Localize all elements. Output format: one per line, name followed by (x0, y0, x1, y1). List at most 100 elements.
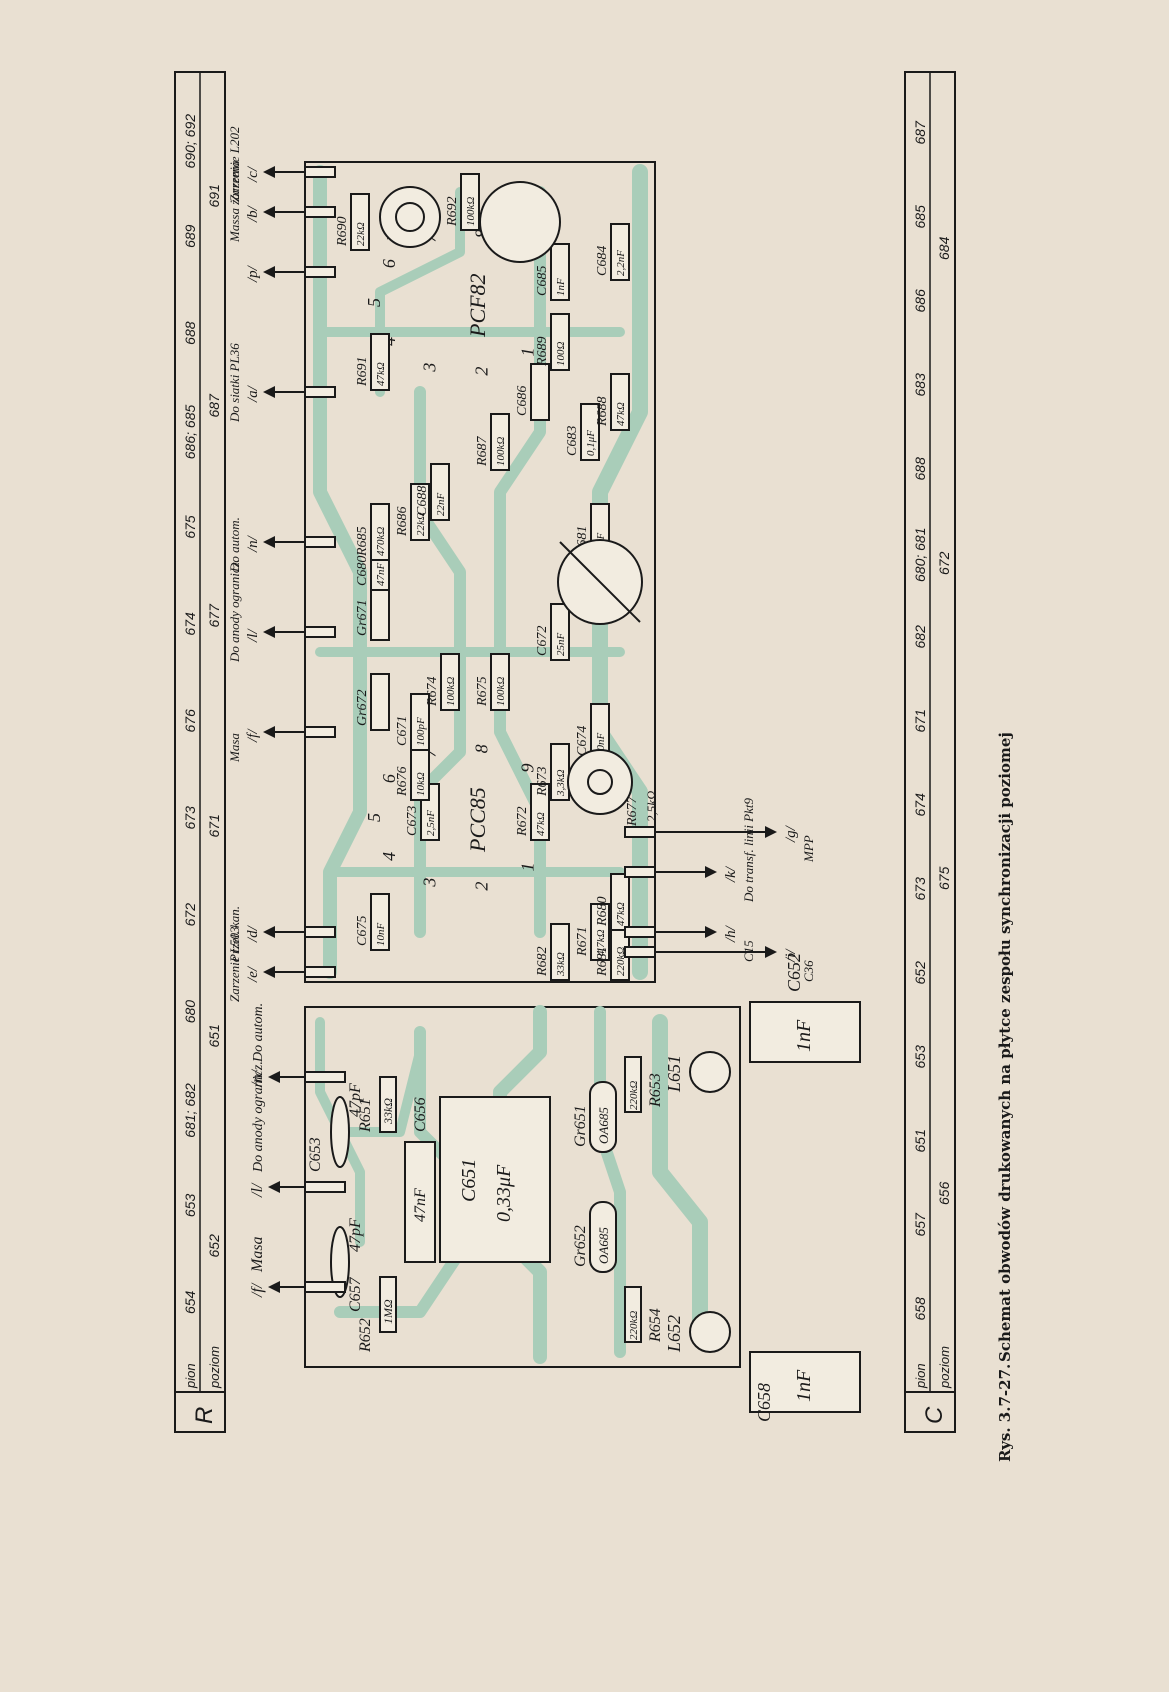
table-c-pion-cell: 680; 681 (912, 528, 928, 583)
r673-ref: R673 (535, 766, 550, 797)
r677-value: 2,5kΩ (644, 791, 659, 822)
board-main: PCC85 123456789 PCF82 123456789 33kΩR682… (227, 126, 816, 1002)
c651-value: 0,33μF (493, 1164, 515, 1222)
c652-ref: C652 (784, 953, 804, 992)
terminal-code: /i/ (783, 948, 799, 963)
svg-text:/f/: /f/ (249, 1282, 266, 1298)
terminal-label: C36 (801, 960, 816, 982)
c657-ref: C657 (347, 1276, 364, 1312)
main-terminal-p: /p/ (245, 264, 336, 283)
l651-ref: L651 (664, 1055, 684, 1093)
c658-value: 1nF (793, 1369, 815, 1402)
main-terminal-b: /b/Massa żarzenia (227, 160, 336, 243)
table-r-pion-cell: 681; 682 (182, 1083, 198, 1138)
table-r-pion-cell: 673 (182, 806, 198, 830)
table-c-pion-label: pion (913, 1363, 928, 1389)
r687-value: 100kΩ (495, 437, 507, 466)
terminal-label: Zarzenie L503 (227, 926, 242, 1002)
terminal-code: /p/ (245, 264, 261, 283)
pcc85-pin: 9 (518, 764, 538, 773)
c684-component: 2,2nF C684 (595, 223, 630, 281)
gr651-diode (589, 1081, 617, 1153)
table-c-poziom-label: poziom (937, 1346, 952, 1389)
c688-value: 22nF (435, 493, 447, 517)
table-r-letter: R (191, 1407, 218, 1424)
c684-value: 2,2nF (615, 250, 627, 276)
r687-component: 100kΩ R687 (475, 413, 510, 471)
terminal-label: Do anody ogranicz. (227, 559, 242, 663)
table-r-pion-cell: 689 (182, 224, 198, 248)
table-c-pion-cell: 653 (912, 1045, 928, 1069)
small-terminal-n: /n/ Do autom. (249, 1003, 346, 1088)
pcc85-pin: 5 (364, 813, 384, 822)
pcc85-pin: 8 (472, 744, 492, 753)
table-c-pion-cell: 658 (912, 1297, 928, 1321)
caption-text: Schemat obwodów drukowanych na płytce ze… (996, 732, 1014, 1362)
r671-value: 4,7kΩ (595, 929, 607, 956)
main-terminal-k: /k/Do transf. linii Pkt9 (624, 798, 756, 904)
table-c-pion-cell: 674 (912, 793, 928, 817)
r687-ref: R687 (475, 435, 490, 467)
r689-ref: R689 (535, 336, 550, 367)
small-terminal-l: /l/ Do anody ogranicz. (249, 1061, 346, 1198)
c672-value: 25nF (555, 633, 567, 657)
r689-value: 100Ω (555, 342, 567, 367)
terminal-code: /l/ (245, 628, 261, 643)
board-main-outline (304, 161, 656, 983)
c658-ref: C658 (754, 1383, 774, 1422)
r671-ref: R671 (575, 926, 590, 957)
r691-ref: R691 (355, 356, 370, 387)
r686-ref: R686 (395, 506, 410, 537)
table-r-pion-cell: 674 (182, 612, 198, 636)
table-c-letter: C (921, 1406, 948, 1424)
table-c-poziom-cell: 656 (936, 1181, 952, 1205)
pcc85-pin: 6 (379, 774, 399, 783)
main-terminal-f: /f/Masa (227, 726, 336, 763)
r654-resistor (624, 1286, 642, 1343)
r653-value: 220kΩ (628, 1081, 640, 1110)
c653-capacitor (330, 1096, 350, 1168)
main-terminal-i: /i/C36 (624, 946, 816, 982)
r682-value: 33kΩ (555, 952, 567, 977)
terminal-label: Massa żarzenia (227, 160, 242, 243)
pcf82-pin: 3 (420, 363, 440, 373)
main-terminal-d: /d/Przeł. kan. (227, 906, 336, 963)
c687-capacitor (479, 181, 561, 263)
terminal-label: Przeł. kan. (227, 906, 242, 963)
c674-ref: C674 (575, 726, 590, 756)
table-c: C pion poziom 65865765165365267367467168… (904, 71, 956, 1433)
c684-ref: C684 (595, 246, 610, 276)
pcf82-pin: 6 (379, 259, 399, 268)
table-r-pion-cell: 686; 685 (182, 405, 198, 460)
r654-value: 220kΩ (628, 1311, 640, 1340)
table-c-pion-cell: 657 (912, 1212, 928, 1237)
r672-value: 47kΩ (535, 812, 547, 836)
gr651-value: OA685 (596, 1107, 611, 1144)
table-c-poziom-cell: 684 (936, 236, 952, 260)
table-c-pion-cell: 682 (912, 625, 928, 649)
svg-text:Masa: Masa (249, 1236, 266, 1273)
c675-value: 10nF (375, 923, 387, 947)
r677-wiper (587, 769, 613, 795)
gr672-component: Gr672 (355, 673, 390, 731)
svg-text:Do anody ogranicz.: Do anody ogranicz. (251, 1061, 266, 1173)
r676-value: 10kΩ (415, 772, 427, 796)
table-r-pion-cell: 676 (182, 709, 198, 733)
c652-value: 1nF (793, 1019, 815, 1052)
pcc85-label: PCC85 (465, 787, 490, 853)
main-terminal-g: /g/MPP (624, 824, 816, 863)
table-r-poziom-cell: 651 (206, 1024, 222, 1047)
terminal-label: Do transf. linii Pkt9 (741, 798, 756, 904)
c653-value: 47pF (347, 1083, 364, 1117)
